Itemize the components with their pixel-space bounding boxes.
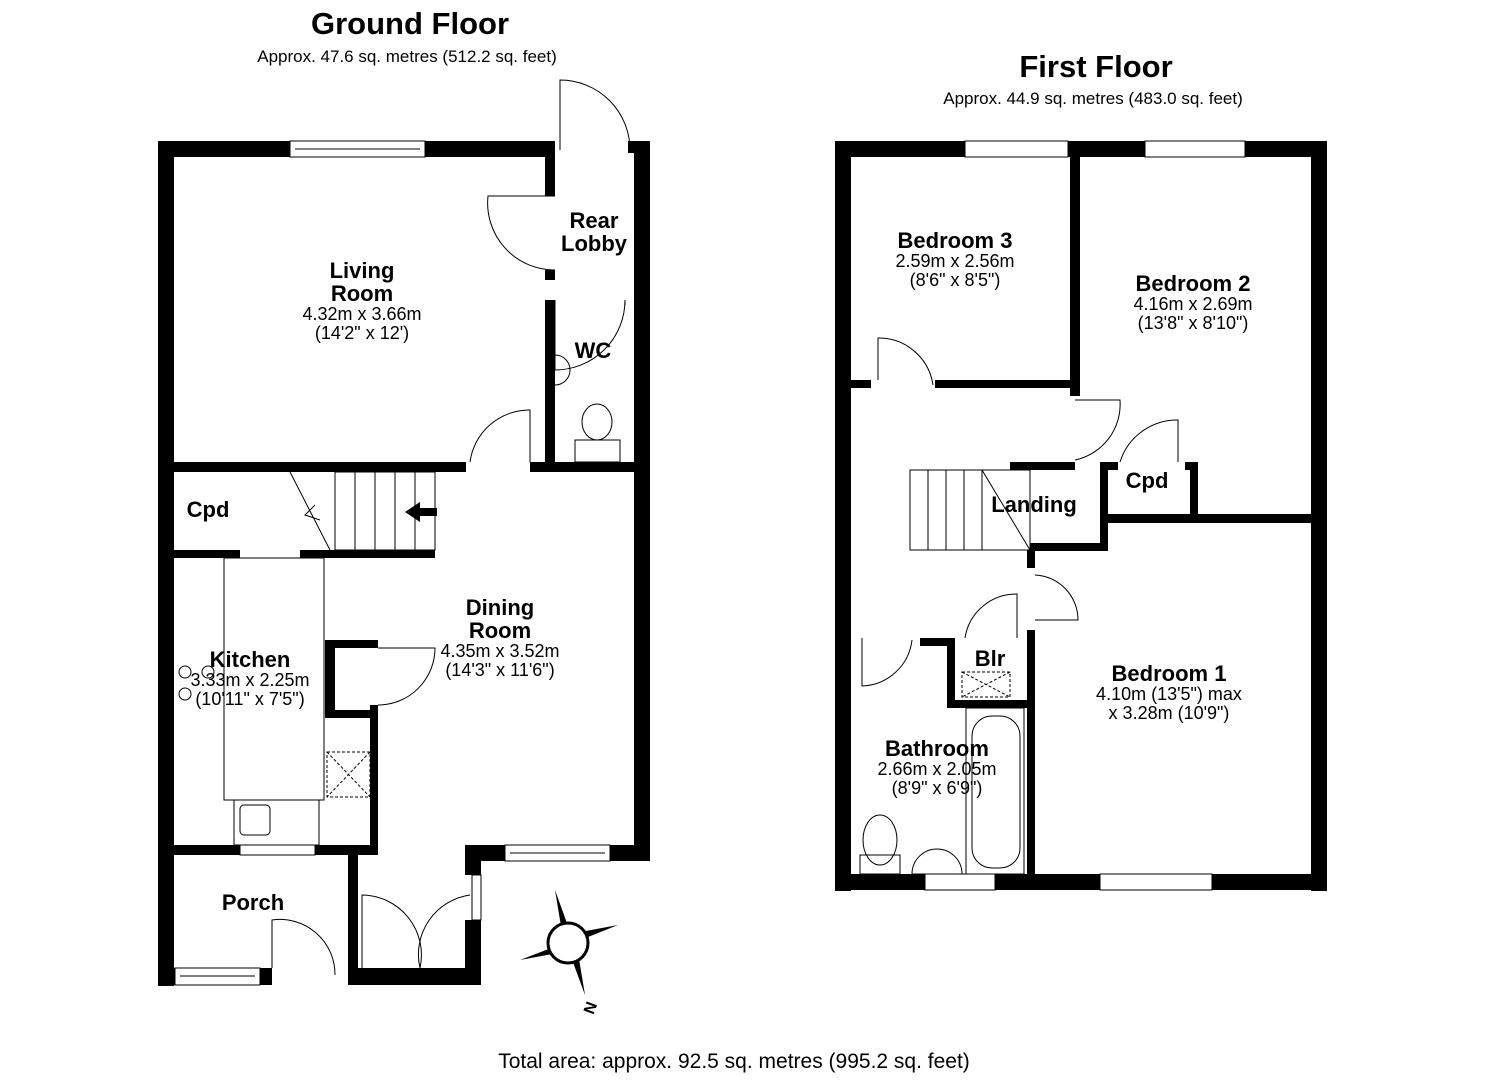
room-dimensions-imperial: (14'2" x 12'): [314, 323, 410, 344]
compass-icon: [520, 890, 618, 995]
room-porch: Porch: [221, 890, 285, 915]
room-dimensions: 4.35m x 3.52m: [440, 641, 560, 662]
room-name: Bathroom: [885, 736, 989, 761]
room-dimensions-imperial: (13'8" x 8'10"): [1137, 312, 1249, 333]
stairs-arrow-icon: [405, 502, 437, 522]
room-bedroom-2: Bedroom 2 4.16m x 2.69m (13'8" x 8'10"): [1133, 272, 1252, 333]
ground-floor-fixtures: [174, 79, 631, 986]
room-name: Living Room: [329, 258, 395, 307]
first-floor-fixtures: [859, 140, 1246, 891]
room-dimensions-imperial: (8'9" x 6'9"): [891, 777, 983, 798]
room-dimensions: 2.66m x 2.05m: [877, 759, 997, 780]
total-area: Total area: approx. 92.5 sq. metres (995…: [498, 1050, 970, 1073]
room-name: Kitchen: [209, 647, 291, 672]
room-name: Bedroom 1: [1111, 661, 1227, 686]
room-dining-room: Dining Room 4.35m x 3.52m (14'3" x 11'6"…: [440, 596, 559, 680]
room-dimensions: 4.16m x 2.69m: [1133, 294, 1253, 315]
room-dimensions-imperial: (10'11" x 7'5"): [195, 688, 305, 709]
room-name: Bedroom 2: [1135, 271, 1251, 296]
room-cpd-first: Cpd: [1125, 468, 1169, 493]
room-name: Dining Room: [465, 595, 535, 644]
room-dimensions-imperial: (8'6" x 8'5"): [909, 269, 1001, 290]
room-dimensions-imperial: x 3.28m (10'9"): [1108, 702, 1230, 723]
room-cpd: Cpd: [186, 497, 230, 522]
room-name: Bedroom 3: [897, 228, 1013, 253]
first-floor-area: Approx. 44.9 sq. metres (483.0 sq. feet): [943, 89, 1243, 108]
room-kitchen: Kitchen 3.33m x 2.25m (10'11" x 7'5"): [190, 648, 309, 709]
room-dimensions: 4.10m (13'5") max: [1096, 684, 1242, 705]
room-bedroom-1: Bedroom 1 4.10m (13'5") max x 3.28m (10'…: [1096, 662, 1242, 723]
ground-floor-walls: [158, 141, 650, 986]
room-rear-lobby: Rear Lobby: [561, 208, 627, 257]
first-floor-title: First Floor: [1019, 49, 1173, 84]
ground-floor-area: Approx. 47.6 sq. metres (512.2 sq. feet): [257, 47, 557, 66]
room-dimensions-imperial: (14'3" x 11'6"): [445, 660, 555, 681]
room-landing: Landing: [991, 492, 1077, 517]
room-dimensions: 3.33m x 2.25m: [190, 670, 310, 691]
room-bathroom: Bathroom 2.66m x 2.05m (8'9" x 6'9"): [877, 737, 996, 798]
ground-floor-title: Ground Floor: [310, 6, 510, 41]
room-living-room: Living Room 4.32m x 3.66m (14'2" x 12'): [302, 259, 421, 343]
room-bedroom-3: Bedroom 3 2.59m x 2.56m (8'6" x 8'5"): [895, 229, 1014, 290]
room-blr: Blr: [974, 646, 1006, 671]
first-floor-walls: [835, 141, 1327, 891]
room-dimensions: 2.59m x 2.56m: [895, 251, 1015, 272]
room-wc: WC: [574, 338, 612, 363]
room-dimensions: 4.32m x 3.66m: [302, 304, 422, 325]
